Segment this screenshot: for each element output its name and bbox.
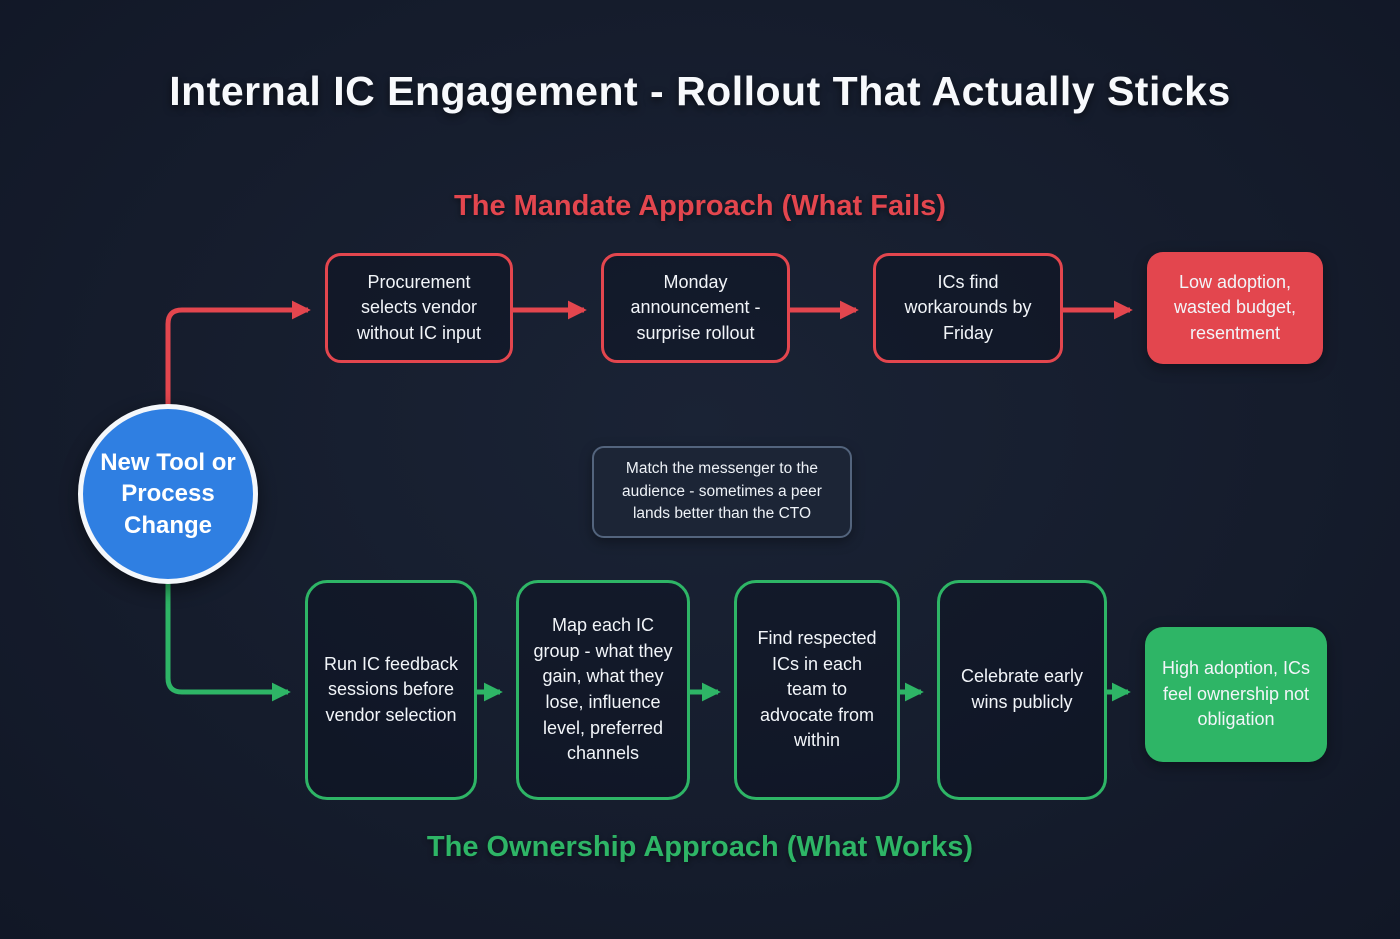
ownership-step-celebrate-wins: Celebrate early wins publicly	[937, 580, 1107, 800]
start-node: New Tool or Process Change	[78, 404, 258, 584]
ownership-step-find-advocates: Find respected ICs in each team to advoc…	[734, 580, 900, 800]
ownership-outcome-node: High adoption, ICs feel ownership not ob…	[1145, 627, 1327, 762]
ownership-step-feedback-sessions: Run IC feedback sessions before vendor s…	[305, 580, 477, 800]
connector-start-to-mandate	[165, 300, 311, 406]
ownership-step-map-groups: Map each IC group - what they gain, what…	[516, 580, 690, 800]
page-title: Internal IC Engagement - Rollout That Ac…	[169, 68, 1231, 114]
mandate-step-procurement: Procurement selects vendor without IC in…	[325, 253, 513, 363]
ownership-section-heading: The Ownership Approach (What Works)	[426, 831, 974, 863]
mandate-step-announcement: Monday announcement - surprise rollout	[601, 253, 790, 363]
messenger-advice-note: Match the messenger to the audience - so…	[592, 446, 852, 538]
connector-start-to-ownership	[165, 582, 291, 702]
mandate-step-workarounds: ICs find workarounds by Friday	[873, 253, 1063, 363]
mandate-outcome-node: Low adoption, wasted budget, resentment	[1147, 252, 1323, 364]
mandate-section-heading: The Mandate Approach (What Fails)	[454, 190, 946, 222]
